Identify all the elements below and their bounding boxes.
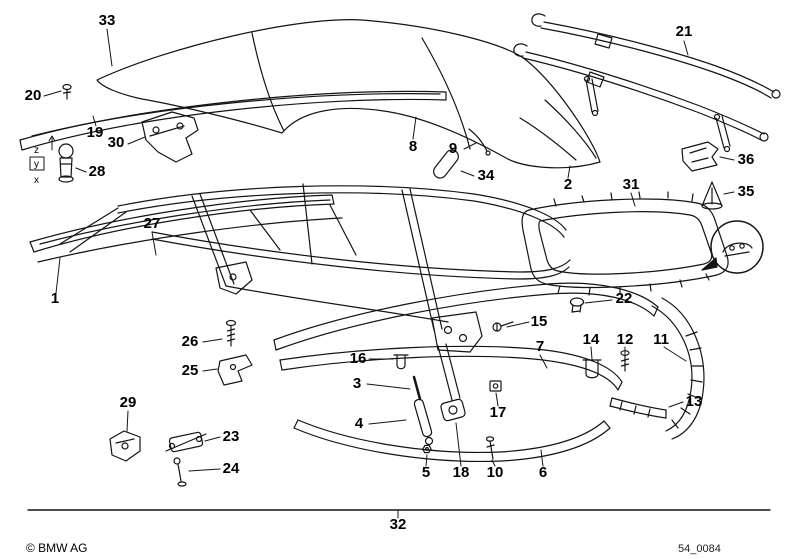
part-tension-straps-21 <box>513 13 781 153</box>
part-label-8: 8 <box>409 138 417 155</box>
part-label-32: 32 <box>390 516 407 533</box>
part-bracket-30 <box>141 111 199 163</box>
part-label-19: 19 <box>87 124 104 141</box>
axis-x-label: x <box>34 175 39 186</box>
part-label-36: 36 <box>738 151 755 168</box>
part-label-23: 23 <box>223 428 240 445</box>
part-plate-36 <box>681 141 719 172</box>
drawing-number: 54_0084 <box>678 543 721 555</box>
part-cylinder-34 <box>433 149 459 179</box>
axes-icon <box>29 135 56 171</box>
part-rear-rail-11 <box>651 297 705 440</box>
part-cable-9 <box>468 128 491 156</box>
part-label-14: 14 <box>583 331 600 348</box>
part-label-16: 16 <box>350 350 367 367</box>
leader-lines <box>43 28 735 519</box>
part-rail-1 <box>29 194 343 263</box>
part-rail-13 <box>609 397 667 419</box>
part-label-3: 3 <box>353 375 361 392</box>
part-label-34: 34 <box>478 167 495 184</box>
axis-z-label: z <box>34 145 39 156</box>
part-label-21: 21 <box>676 23 693 40</box>
part-label-28: 28 <box>89 163 106 180</box>
frame-linkage <box>59 183 571 401</box>
part-label-7: 7 <box>536 338 544 355</box>
part-gas-strut-3-4 <box>412 375 434 446</box>
detail-magnifier <box>701 220 764 274</box>
part-label-2: 2 <box>564 176 572 193</box>
part-clip-16 <box>393 354 409 370</box>
part-label-26: 26 <box>182 333 199 350</box>
part-label-20: 20 <box>25 87 42 104</box>
part-label-30: 30 <box>108 134 125 151</box>
part-label-22: 22 <box>616 290 633 307</box>
part-label-13: 13 <box>686 393 703 410</box>
part-nut-17 <box>489 380 502 392</box>
part-label-18: 18 <box>453 464 470 481</box>
part-label-29: 29 <box>120 394 137 411</box>
part-screw-24 <box>173 457 187 487</box>
part-rear-window-seal-31 <box>521 191 729 296</box>
part-label-6: 6 <box>539 464 547 481</box>
part-screw-20 <box>62 83 72 100</box>
part-grommet-22 <box>569 297 585 313</box>
part-label-24: 24 <box>223 460 240 477</box>
part-hinge-23 <box>165 431 207 453</box>
part-center-rail <box>279 345 623 391</box>
part-lower-rail-6 <box>293 419 611 462</box>
part-label-25: 25 <box>182 362 199 379</box>
part-bracket-29 <box>109 430 141 462</box>
part-label-27: 27 <box>144 215 161 232</box>
part-front-header-strip <box>19 90 447 151</box>
part-plate-18 <box>440 398 466 422</box>
part-nut-5 <box>422 444 432 454</box>
axes-labels: z y x <box>34 145 39 186</box>
part-label-11: 11 <box>653 331 669 348</box>
part-knob-28 <box>58 143 74 183</box>
part-label-9: 9 <box>449 140 457 157</box>
part-label-1: 1 <box>51 290 59 307</box>
part-label-31: 31 <box>623 176 640 193</box>
part-screw-26 <box>225 319 237 347</box>
part-bracket-25 <box>217 354 253 386</box>
part-label-15: 15 <box>531 313 548 330</box>
part-labels: 1 2 3 4 5 6 7 8 9 10 11 12 13 14 15 16 1… <box>25 12 755 533</box>
part-canopy-cover <box>96 19 601 169</box>
part-label-35: 35 <box>738 183 755 200</box>
part-label-33: 33 <box>99 12 116 29</box>
part-label-17: 17 <box>490 404 507 421</box>
part-label-4: 4 <box>355 415 364 432</box>
part-label-12: 12 <box>617 331 634 348</box>
part-label-10: 10 <box>487 464 504 481</box>
part-label-5: 5 <box>422 464 430 481</box>
part-clip-14 <box>582 359 602 379</box>
copyright-text: © BMW AG <box>26 541 88 555</box>
part-screw-10 <box>485 436 495 460</box>
part-cone-35 <box>701 181 723 210</box>
part-bolt-15 <box>492 321 514 332</box>
axis-y-label: y <box>34 159 39 170</box>
